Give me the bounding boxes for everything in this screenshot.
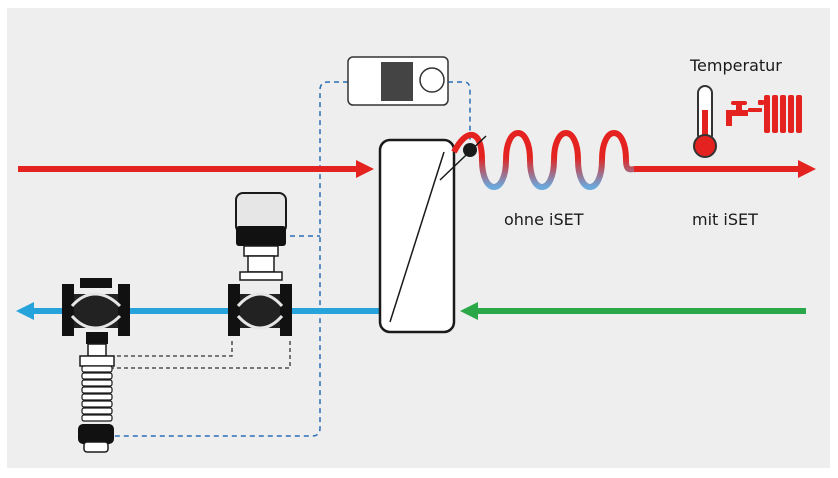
signal-controller-right bbox=[448, 81, 471, 146]
heat-exchanger-icon bbox=[378, 138, 456, 334]
sensor-icon bbox=[439, 135, 487, 181]
secondary-return-line bbox=[460, 302, 806, 320]
radiator-icon bbox=[758, 95, 802, 133]
supply-arrow bbox=[356, 160, 374, 178]
control-valve-icon bbox=[228, 284, 292, 336]
spring bbox=[81, 365, 113, 422]
hot-water-coil bbox=[451, 130, 816, 190]
without-iset-label: ohne iSET bbox=[504, 210, 584, 229]
impulse-line-2 bbox=[110, 338, 291, 369]
supply-line bbox=[18, 160, 374, 178]
tap-icon bbox=[726, 101, 762, 126]
actuator-icon bbox=[235, 192, 287, 281]
signal-lines bbox=[110, 81, 471, 437]
pressure-valve-icon bbox=[62, 278, 130, 453]
impulse-lines bbox=[110, 338, 291, 369]
thermometer-icon bbox=[693, 85, 717, 158]
return-arrow bbox=[16, 302, 34, 320]
coil-arrow bbox=[798, 160, 816, 178]
with-iset-label: mit iSET bbox=[692, 210, 758, 229]
signal-controller-left bbox=[110, 81, 348, 437]
controller-icon bbox=[347, 56, 449, 106]
temperature-label: Temperatur bbox=[690, 56, 782, 75]
impulse-line-1 bbox=[110, 338, 233, 357]
secondary-return-arrow bbox=[460, 302, 478, 320]
